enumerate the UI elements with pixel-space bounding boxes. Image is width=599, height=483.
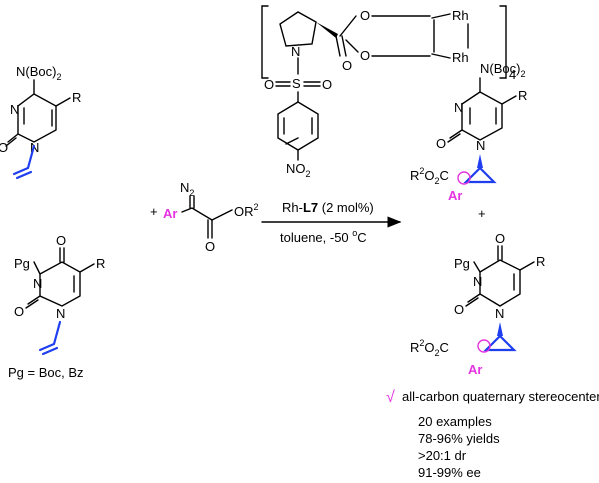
check-icon: √ <box>386 389 395 406</box>
substrate-cytosine: N(Boc)2 N N R O <box>0 64 81 180</box>
product2-pg: Pg <box>454 256 470 271</box>
uracil-r: R <box>96 256 105 271</box>
product1-ar: Ar <box>448 188 462 203</box>
summary-ee: 91-99% ee <box>418 465 481 480</box>
product1-r: R <box>518 88 527 103</box>
substrate-n3-label: N <box>10 102 19 117</box>
ligand-carbonyl-o: O <box>342 58 352 73</box>
product2-ar: Ar <box>468 362 482 377</box>
product2-n1: N <box>495 306 504 321</box>
uracil-n1: N <box>56 306 65 321</box>
plus-sign-products: + <box>478 206 486 221</box>
product1-n1: N <box>476 138 485 153</box>
ligand-nitro: NO2 <box>286 161 311 179</box>
product2-ester: R2O2C <box>410 338 449 358</box>
solvent-condition: toluene, -50 oC <box>280 228 367 245</box>
ligand-so-right: O <box>322 77 332 92</box>
ligand-n-label: N <box>291 44 300 59</box>
ligand-subscript: 4 <box>509 67 516 82</box>
product1-n3: N <box>454 100 463 115</box>
summary-block: √ all-carbon quaternary stereocenter 20 … <box>386 389 599 480</box>
summary-highlight: all-carbon quaternary stereocenter <box>402 389 599 404</box>
product1-o: O <box>436 136 446 151</box>
catalyst-condition: Rh-L7 (2 mol%) <box>282 200 374 215</box>
product2-r: R <box>536 254 545 269</box>
substrate-r-label: R <box>72 90 81 105</box>
product-uracil: Pg N N O R O R2O2C Ar <box>410 231 545 377</box>
diazo-n2: N2 <box>180 180 194 198</box>
uracil-o-top: O <box>56 233 66 248</box>
summary-examples: 20 examples <box>418 414 492 429</box>
ligand-o-top: O <box>360 8 370 23</box>
product1-nboc: N(Boc)2 <box>480 61 525 79</box>
product1-ester: R2O2C <box>410 166 449 186</box>
ligand-so-left: O <box>264 77 274 92</box>
summary-dr: >20:1 dr <box>418 448 467 463</box>
uracil-o-bottom: O <box>14 304 24 319</box>
substrate-carbonyl-o: O <box>0 140 8 155</box>
pg-definition: Pg = Boc, Bz <box>8 365 84 380</box>
product2-o-bottom: O <box>454 302 464 317</box>
ligand-rh-top: Rh <box>452 8 469 23</box>
catalyst-ligand: 4 N O O O Rh Rh S O O <box>261 5 516 179</box>
diazo-ar: Ar <box>163 206 177 221</box>
ligand-s-label: S <box>292 76 301 91</box>
product2-o-top: O <box>495 231 505 246</box>
product-cytosine: N(Boc)2 N N R O R2O2C Ar <box>410 61 527 203</box>
diazo-reagent: N2 Ar O OR2 <box>163 180 259 254</box>
substrate-nboc-label: N(Boc)2 <box>16 64 61 82</box>
product2-n3: N <box>473 274 482 289</box>
diazo-o: O <box>205 239 215 254</box>
summary-yields: 78-96% yields <box>418 431 500 446</box>
diazo-ester: OR2 <box>234 202 259 219</box>
plus-sign-left: + <box>150 204 158 219</box>
substrate-uracil: Pg N N O R O <box>14 233 105 356</box>
uracil-pg-label: Pg <box>14 256 30 271</box>
uracil-n3: N <box>33 276 42 291</box>
ligand-o-bottom: O <box>360 48 370 63</box>
ligand-rh-bottom: Rh <box>452 50 469 65</box>
